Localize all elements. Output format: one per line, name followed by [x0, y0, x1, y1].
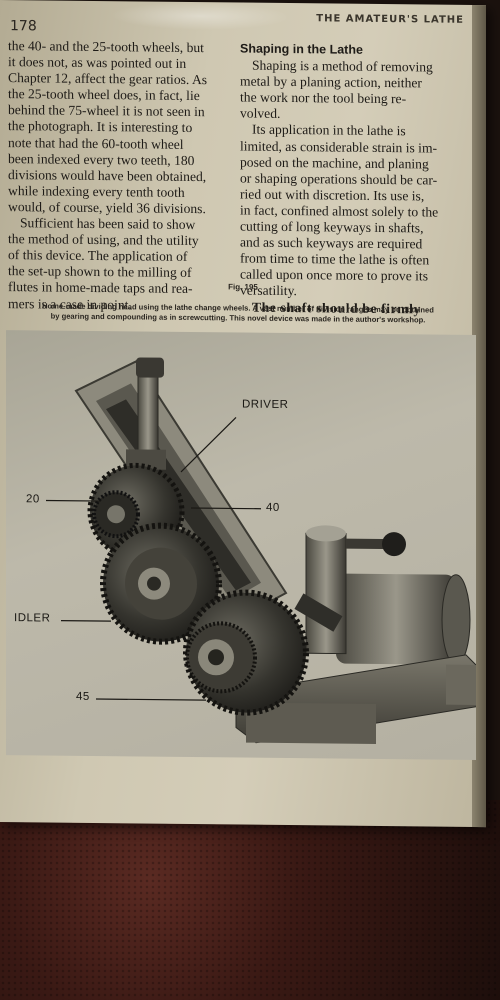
callout-leaders	[46, 417, 261, 701]
gear-45	[183, 589, 309, 716]
text-line: note that had the 60-tooth wheel	[8, 134, 184, 152]
page-number: 178	[10, 18, 37, 35]
table-cloth-background	[0, 800, 500, 1000]
gear-idler	[100, 522, 222, 645]
headstock-body	[305, 525, 471, 666]
callout-idler: IDLER	[14, 612, 51, 625]
text-line: the photograph. It is interesting to	[8, 118, 193, 136]
running-head: THE AMATEUR'S LATHE	[316, 13, 464, 26]
callout-20: 20	[26, 493, 40, 506]
text-line: Its application in the lathe is	[252, 122, 406, 139]
callout-driver: DRIVER	[242, 398, 289, 412]
section-heading: Shaping in the Lathe	[240, 41, 363, 57]
dividing-head-photograph: DRIVER 20 40 IDLER 45	[6, 330, 476, 760]
callout-40: 40	[266, 501, 280, 514]
glare	[110, 1, 290, 32]
right-text-column: Shaping in the Lathe Shaping is a method…	[240, 41, 468, 318]
dividing-head-illustration	[46, 357, 476, 744]
callout-45: 45	[76, 690, 90, 703]
clamp-lever	[294, 593, 343, 632]
left-text-column: the 40- and the 25-tooth wheels, but it …	[8, 38, 233, 314]
book-page: 178 THE AMATEUR'S LATHE the 40- and the …	[0, 0, 486, 828]
text-line: limited, as considerable strain is im-	[240, 138, 438, 156]
figure-caption: Home-made dividing head using the lathe …	[8, 301, 468, 325]
base-block	[235, 654, 476, 744]
